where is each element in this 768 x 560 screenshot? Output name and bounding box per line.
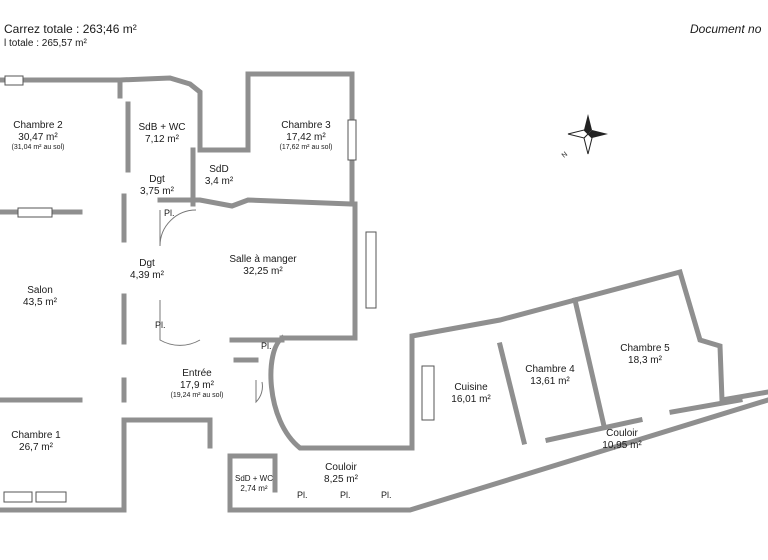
room-name: Cuisine bbox=[454, 382, 488, 393]
room-label: Cuisine 16,01 m² bbox=[451, 382, 490, 406]
room-label: Couloir 8,25 m² bbox=[324, 462, 358, 486]
room-label: Couloir 10,95 m² bbox=[602, 428, 641, 452]
room-label: Salon 43,5 m² bbox=[23, 285, 57, 309]
walls bbox=[0, 71, 768, 513]
room-area-floor: (19,24 m² au sol) bbox=[170, 392, 224, 399]
room-name: Dgt bbox=[149, 174, 165, 185]
room-area: 17,9 m² bbox=[180, 380, 214, 391]
room-area: 3,4 m² bbox=[204, 176, 234, 187]
room-name: SdD bbox=[209, 164, 229, 175]
room-label: Salle à manger 32,25 m² bbox=[229, 254, 296, 278]
room-area: 17,42 m² bbox=[286, 132, 326, 143]
room-name: Entrée bbox=[182, 368, 212, 379]
room-name: Chambre 5 bbox=[620, 343, 670, 354]
compass-north-label: N bbox=[561, 151, 569, 160]
room-area: 7,12 m² bbox=[145, 134, 179, 145]
room-label: Entrée 17,9 m² (19,24 m² au sol) bbox=[171, 368, 224, 400]
windows bbox=[3, 75, 435, 503]
room-label: SdB + WC 7,12 m² bbox=[139, 122, 186, 146]
room-area: 43,5 m² bbox=[23, 297, 57, 308]
placard-label: Pl. bbox=[261, 341, 272, 351]
room-label: Chambre 5 18,3 m² bbox=[620, 343, 669, 367]
document-note: Document no bbox=[690, 22, 762, 36]
room-area: 32,25 m² bbox=[243, 266, 283, 277]
placard-label: Pl. bbox=[381, 490, 392, 500]
room-area: 30,47 m² bbox=[18, 132, 58, 143]
room-area: 4,39 m² bbox=[130, 270, 164, 281]
room-label: Chambre 3 17,42 m² (17,62 m² au sol) bbox=[280, 120, 333, 152]
compass-icon bbox=[567, 114, 608, 155]
room-label: SdD 3,4 m² bbox=[205, 164, 233, 188]
placard-label: Pl. bbox=[340, 490, 351, 500]
room-name: Couloir bbox=[606, 428, 638, 439]
room-name: Chambre 3 bbox=[281, 120, 331, 131]
carrez-total: Carrez totale : 263;46 m² bbox=[4, 22, 137, 36]
room-name: SdB + WC bbox=[138, 122, 186, 133]
room-area: 10,95 m² bbox=[602, 440, 642, 451]
room-label: SdD + WC 2,74 m² bbox=[235, 474, 273, 493]
room-area: 18,3 m² bbox=[628, 355, 662, 366]
room-area: 16,01 m² bbox=[451, 394, 491, 405]
placard-label: Pl. bbox=[164, 208, 175, 218]
placard-label: Pl. bbox=[155, 320, 166, 330]
room-area-floor: (31,04 m² au sol) bbox=[11, 144, 65, 151]
room-name: SdD + WC bbox=[234, 474, 274, 483]
room-label: Dgt 3,75 m² bbox=[140, 174, 174, 198]
room-label: Chambre 2 30,47 m² (31,04 m² au sol) bbox=[12, 120, 65, 152]
room-name: Salle à manger bbox=[229, 254, 297, 265]
room-area: 2,74 m² bbox=[240, 483, 268, 493]
room-name: Salon bbox=[27, 285, 53, 296]
room-name: Couloir bbox=[325, 462, 357, 473]
room-name: Chambre 2 bbox=[13, 120, 63, 131]
surface-sol-total: l totale : 265,57 m² bbox=[4, 38, 87, 49]
room-label: Chambre 1 26,7 m² bbox=[11, 430, 60, 454]
room-area: 8,25 m² bbox=[324, 474, 358, 485]
room-area: 26,7 m² bbox=[19, 442, 53, 453]
room-name: Chambre 4 bbox=[525, 364, 575, 375]
room-label: Dgt 4,39 m² bbox=[130, 258, 164, 282]
room-area: 3,75 m² bbox=[140, 186, 174, 197]
room-label: Chambre 4 13,61 m² bbox=[525, 364, 574, 388]
doors bbox=[159, 209, 263, 404]
room-area-floor: (17,62 m² au sol) bbox=[279, 144, 333, 151]
room-name: Chambre 1 bbox=[11, 430, 61, 441]
placard-label: Pl. bbox=[297, 490, 308, 500]
room-name: Dgt bbox=[139, 258, 155, 269]
room-area: 13,61 m² bbox=[530, 376, 570, 387]
